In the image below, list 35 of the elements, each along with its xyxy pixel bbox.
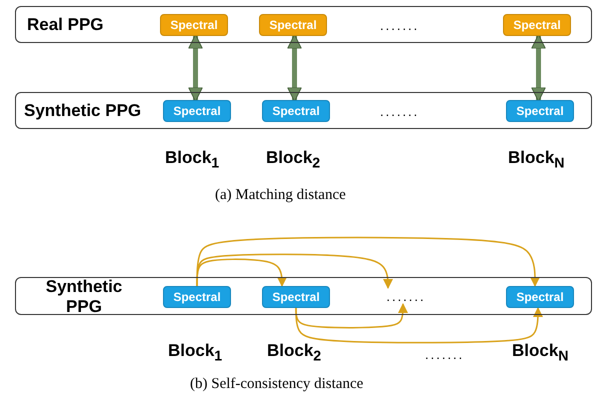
connector-arrow <box>295 307 543 344</box>
connector-arrow <box>196 258 287 287</box>
block-label: Block$_{1}$ <box>165 148 220 172</box>
spectral-block: Spectral <box>506 100 574 122</box>
row-title: Synthetic PPG <box>44 277 124 317</box>
spectral-block: Spectral <box>262 100 330 122</box>
spectral-block: Spectral <box>259 14 327 36</box>
connector-arrow <box>287 34 302 102</box>
spectral-block: Spectral <box>503 14 571 36</box>
spectral-block: Spectral <box>163 100 231 122</box>
block-label: Block$_{N}$ <box>512 341 569 364</box>
row-title: Real PPG <box>27 15 104 35</box>
connector-arrow <box>295 303 408 328</box>
ellipsis: ....... <box>380 104 420 119</box>
block-label: Block$_{2}$ <box>266 148 320 172</box>
block-label: Block$_{N}$ <box>508 148 565 172</box>
row-title: Synthetic PPG <box>24 101 142 121</box>
ellipsis: ....... <box>380 18 420 33</box>
signal-row-panel <box>15 277 592 315</box>
block-label: Block$_{1}$ <box>168 341 222 364</box>
connector-arrow <box>531 34 546 102</box>
caption: (a) Matching distance <box>215 187 346 204</box>
signal-row-panel <box>15 6 592 43</box>
caption: (b) Self-consistency distance <box>190 376 364 393</box>
ellipsis: ....... <box>425 347 464 362</box>
spectral-block: Spectral <box>262 286 330 308</box>
spectral-block: Spectral <box>163 286 231 308</box>
signal-row-panel <box>15 92 592 129</box>
block-label: Block$_{2}$ <box>267 341 322 364</box>
connector-arrow <box>188 34 203 102</box>
spectral-block: Spectral <box>506 286 574 308</box>
connector-arrow <box>196 236 540 287</box>
connector-arrow <box>196 254 393 289</box>
spectral-block: Spectral <box>160 14 228 36</box>
ellipsis: ....... <box>379 288 433 304</box>
